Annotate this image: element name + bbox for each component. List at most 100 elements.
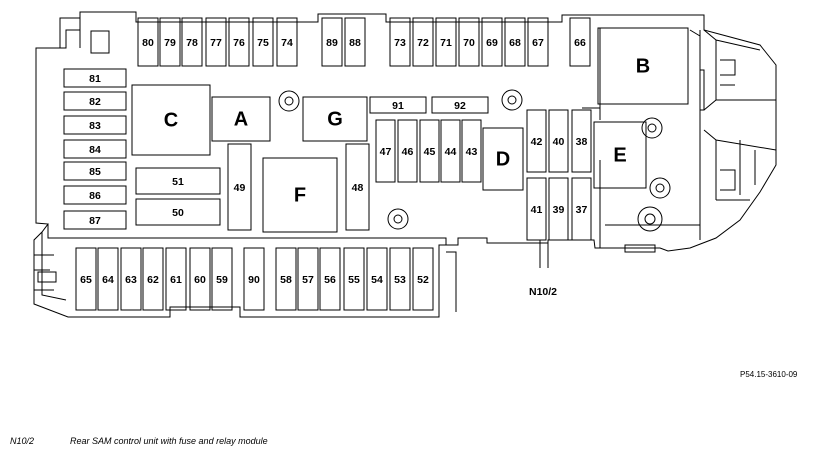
fuse-45: 45: [419, 119, 440, 183]
fuse-66: 66: [569, 17, 591, 67]
fuse-71-label: 71: [440, 37, 452, 49]
fuse-48: 48: [345, 143, 370, 231]
fuse-74-label: 74: [281, 37, 293, 49]
fuse-78: 78: [181, 17, 203, 67]
fuse-74: 74: [276, 17, 298, 67]
fuse-80: 80: [137, 17, 159, 67]
fuse-76-label: 76: [233, 37, 245, 49]
fuse-86: 86: [63, 185, 127, 205]
fuse-80-label: 80: [142, 37, 154, 49]
fuse-89-label: 89: [326, 37, 338, 49]
fuse-37: 37: [571, 177, 592, 241]
relay-c-label: C: [164, 109, 178, 131]
reference-code: P54.15-3610-09: [740, 370, 798, 379]
relay-g-label: G: [327, 108, 343, 130]
fuse-59: 59: [211, 247, 233, 311]
fuse-91-label: 91: [392, 100, 404, 112]
fuse-44-label: 44: [445, 146, 457, 158]
fuse-45-label: 45: [424, 146, 436, 158]
fuse-59-label: 59: [216, 274, 228, 286]
screw-icon: [649, 177, 671, 199]
relay-c: C: [131, 84, 211, 156]
fuse-41-label: 41: [531, 204, 543, 216]
fuse-41: 41: [526, 177, 547, 241]
fuse-57-label: 57: [302, 274, 314, 286]
fuse-60: 60: [189, 247, 211, 311]
fuse-84-label: 84: [89, 144, 101, 156]
relay-f-label: F: [294, 184, 306, 206]
fuse-62-label: 62: [147, 274, 159, 286]
screw-icon: [637, 206, 663, 232]
fuse-72-label: 72: [417, 37, 429, 49]
screw-icon: [641, 117, 663, 139]
fuse-43-label: 43: [466, 146, 478, 158]
fuse-67: 67: [527, 17, 549, 67]
fuse-63-label: 63: [125, 274, 137, 286]
fuse-75: 75: [252, 17, 274, 67]
housing-outline: [33, 11, 777, 318]
fuse-79-label: 79: [164, 37, 176, 49]
fuse-38-label: 38: [576, 136, 588, 148]
fuse-88-label: 88: [349, 37, 361, 49]
fuse-47-label: 47: [380, 146, 392, 158]
relay-g: G: [302, 96, 368, 142]
fuse-51: 51: [135, 167, 221, 195]
fuse-77-label: 77: [210, 37, 222, 49]
fuse-83-label: 83: [89, 120, 101, 132]
fuse-52: 52: [412, 247, 434, 311]
fuse-64-label: 64: [102, 274, 114, 286]
fuse-66-label: 66: [574, 37, 586, 49]
fuse-44: 44: [440, 119, 461, 183]
screw-icon: [387, 208, 409, 230]
fuse-57: 57: [297, 247, 319, 311]
fuse-78-label: 78: [186, 37, 198, 49]
relay-b: B: [597, 27, 689, 105]
fuse-68-label: 68: [509, 37, 521, 49]
relay-f: F: [262, 157, 338, 233]
relay-e-label: E: [613, 144, 626, 166]
fuse-55-label: 55: [348, 274, 360, 286]
fuse-92: 92: [431, 96, 489, 114]
fuse-50-label: 50: [172, 207, 184, 219]
fuse-56: 56: [319, 247, 341, 311]
relay-e: E: [593, 121, 647, 189]
fuse-82-label: 82: [89, 96, 101, 108]
fuse-46: 46: [397, 119, 418, 183]
fuse-53: 53: [389, 247, 411, 311]
relay-d-label: D: [496, 148, 510, 170]
fuse-42: 42: [526, 109, 547, 173]
fuse-90-label: 90: [248, 274, 260, 286]
fuse-70: 70: [458, 17, 480, 67]
fuse-67-label: 67: [532, 37, 544, 49]
fuse-70-label: 70: [463, 37, 475, 49]
fuse-83: 83: [63, 115, 127, 135]
fuse-87: 87: [63, 210, 127, 230]
fuse-61: 61: [165, 247, 187, 311]
fuse-76: 76: [228, 17, 250, 67]
fuse-89: 89: [321, 17, 343, 67]
fuse-53-label: 53: [394, 274, 406, 286]
fuse-84: 84: [63, 139, 127, 159]
fuse-58: 58: [275, 247, 297, 311]
fuse-65: 65: [75, 247, 97, 311]
fuse-51-label: 51: [172, 176, 184, 188]
relay-d: D: [482, 127, 524, 191]
relay-a-label: A: [234, 108, 248, 130]
fuse-50: 50: [135, 198, 221, 226]
fuse-85: 85: [63, 161, 127, 181]
fuse-91: 91: [369, 96, 427, 114]
fuse-73-label: 73: [394, 37, 406, 49]
fuse-39: 39: [548, 177, 569, 241]
relay-b-label: B: [636, 55, 650, 77]
fuse-38: 38: [571, 109, 592, 173]
fuse-86-label: 86: [89, 190, 101, 202]
callout-label: N10/2: [529, 286, 557, 298]
fuse-79: 79: [159, 17, 181, 67]
fuse-52-label: 52: [417, 274, 429, 286]
fuse-77: 77: [205, 17, 227, 67]
fuse-60-label: 60: [194, 274, 206, 286]
fuse-65-label: 65: [80, 274, 92, 286]
fuse-39-label: 39: [553, 204, 565, 216]
fuse-90: 90: [243, 247, 265, 311]
